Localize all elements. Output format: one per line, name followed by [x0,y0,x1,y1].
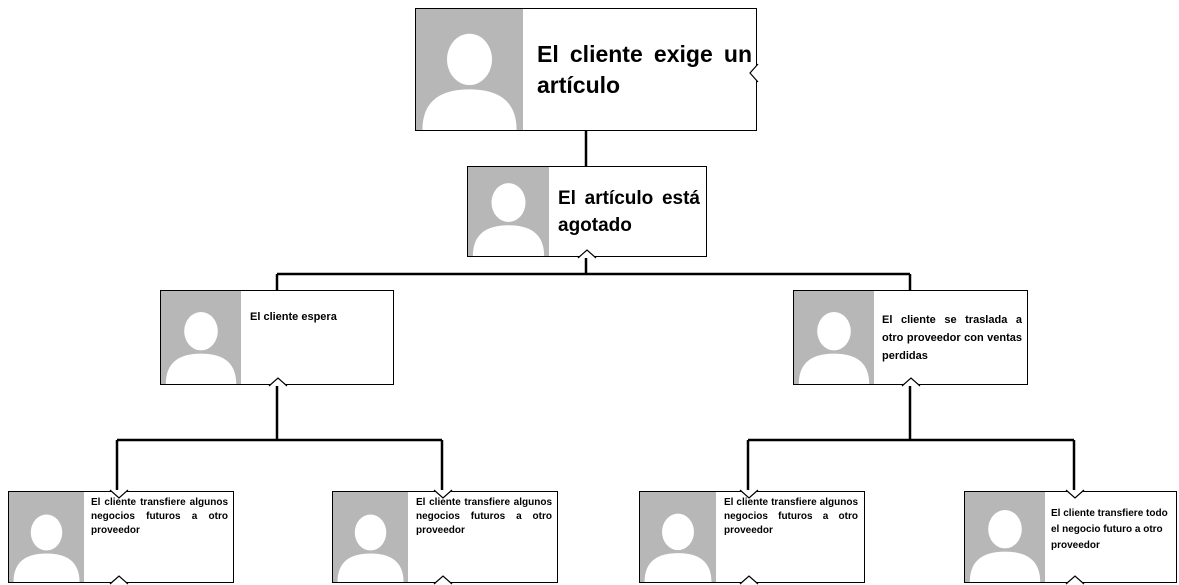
person-silhouette-icon [798,312,870,384]
notch-bottom [739,575,759,585]
notch-top [739,489,759,499]
node-label: El cliente transfiere algunos negocios f… [724,497,858,536]
person-silhouette-icon [337,514,404,582]
node-leaf-4: El cliente transfiere todo el negocio fu… [964,489,1177,585]
avatar-photo [333,492,408,582]
notch-bottom [109,575,129,585]
avatar-photo [640,492,716,582]
node-label: El cliente transfiere algunos negocios f… [416,497,552,536]
node-label: El cliente exige un artículo [537,40,752,98]
node-root: El cliente exige un artículo [415,8,759,131]
avatar-photo [161,291,241,384]
avatar-photo [416,9,523,130]
notch-bottom [577,249,597,259]
node-leaf-3: El cliente transfiere algunos negocios f… [639,489,865,585]
node-label: El cliente se traslada a otro proveedor … [882,313,1022,362]
node-label: El cliente transfiere todo el negocio fu… [1051,508,1168,551]
notch-top [1065,489,1085,499]
avatar-photo [965,492,1045,582]
node-leaf-1: El cliente transfiere algunos negocios f… [8,489,234,585]
person-silhouette-icon [165,312,237,384]
node-article-out-of-stock: El artículo está agotado [467,166,707,259]
person-silhouette-icon [13,514,80,582]
notch-top [433,489,453,499]
avatar-photo [9,492,84,582]
avatar-photo [468,167,549,256]
notch-top [109,489,129,499]
notch-bottom [901,377,921,387]
notch-bottom [1065,575,1085,585]
avatar-photo [794,291,874,384]
person-silhouette-icon [422,33,517,130]
person-silhouette-icon [472,183,545,256]
notch-bottom [433,575,453,585]
person-silhouette-icon [969,510,1041,582]
node-customer-waits: El cliente espera [160,290,394,387]
notch-bottom [268,377,288,387]
node-label: El cliente transfiere algunos negocios f… [91,497,228,536]
node-customer-moves: El cliente se traslada a otro proveedor … [793,290,1028,387]
person-silhouette-icon [644,513,712,582]
node-label: El artículo está agotado [558,187,700,236]
node-leaf-2: El cliente transfiere algunos negocios f… [332,489,558,585]
node-label: El cliente espera [250,311,337,323]
notch-right [749,63,759,83]
